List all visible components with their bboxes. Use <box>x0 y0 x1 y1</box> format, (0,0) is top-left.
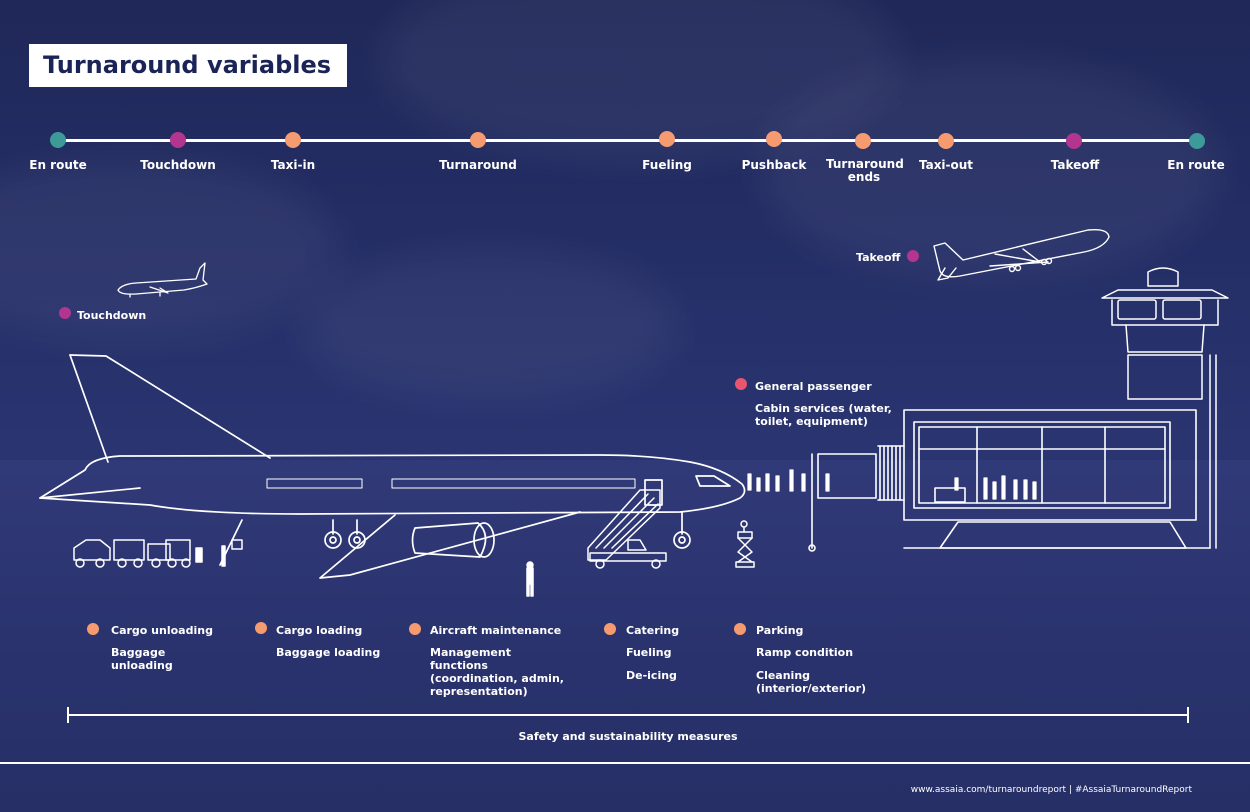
timeline-label-takeoff: Takeoff <box>1050 158 1100 172</box>
cleaning-label: Cleaning (interior/exterior) <box>756 669 867 695</box>
timeline-label-en-route-start: En route <box>29 158 87 172</box>
safety-bracket-right-end <box>1187 707 1189 723</box>
fueling-label: Fueling <box>626 646 672 659</box>
timeline-line <box>58 139 1198 142</box>
footer-rule <box>0 762 1250 764</box>
timeline-dot-taxi-out <box>938 133 954 149</box>
main-aircraft <box>39 354 746 579</box>
catering-title: Catering <box>626 624 680 637</box>
cabin-services-label: Cabin services (water, toilet, equipment… <box>755 402 892 428</box>
ramp-condition-label: Ramp condition <box>756 646 854 659</box>
timeline-dot-en-route-start <box>50 132 66 148</box>
ground-person-icon <box>526 561 534 597</box>
parking-title: Parking <box>756 624 804 637</box>
general-passenger-label: General passenger <box>755 380 872 393</box>
de-icing-label: De-icing <box>626 669 677 682</box>
timeline-dot-turnaround-ends <box>855 133 871 149</box>
timeline-dot-en-route-end <box>1189 133 1205 149</box>
timeline-dot-pushback <box>766 131 782 147</box>
cargo-loading-title: Cargo loading <box>276 624 363 637</box>
timeline-label-taxi-in: Taxi-in <box>270 158 316 172</box>
timeline-label-turnaround: Turnaround <box>439 158 517 172</box>
timeline-dot-taxi-in <box>285 132 301 148</box>
parking-dot <box>734 623 746 635</box>
timeline-dot-takeoff <box>1066 133 1082 149</box>
timeline-dot-fueling <box>659 131 675 147</box>
safety-bracket-line <box>67 714 1189 716</box>
baggage-unloading-label: Baggage unloading <box>111 646 173 672</box>
touchdown-marker-label: Touchdown <box>77 309 147 322</box>
timeline-label-touchdown: Touchdown <box>140 158 216 172</box>
terminal-icon <box>808 409 1211 552</box>
person-icon <box>747 469 1037 500</box>
cargo-train-icon <box>73 539 243 568</box>
aircraft-maintenance-dot <box>409 623 421 635</box>
safety-bracket-left-end <box>67 707 69 723</box>
airplane-takeoff-icon <box>933 228 1110 281</box>
timeline-label-en-route-end: En route <box>1167 158 1225 172</box>
management-functions-label: Management functions (coordination, admi… <box>430 646 564 698</box>
timeline-label-pushback: Pushback <box>741 158 807 172</box>
touchdown-marker-dot <box>59 307 71 319</box>
control-tower-icon <box>1101 267 1229 549</box>
stairs-truck-icon <box>587 489 667 569</box>
general-passenger-dot <box>735 378 747 390</box>
footer-text: www.assaia.com/turnaroundreport | #Assai… <box>910 785 1192 795</box>
safety-label: Safety and sustainability measures <box>518 730 738 743</box>
takeoff-marker-dot <box>907 250 919 262</box>
cargo-loading-dot <box>255 622 267 634</box>
timeline-label-taxi-out: Taxi-out <box>918 158 974 172</box>
scissor-lift-icon <box>735 520 755 568</box>
title-box: Turnaround variables <box>29 44 347 87</box>
timeline-dot-turnaround <box>470 132 486 148</box>
timeline-label-fueling: Fueling <box>642 158 692 172</box>
timeline-label-turnaround-ends: Turnaround ends <box>826 157 904 184</box>
page-title: Turnaround variables <box>43 51 332 79</box>
cargo-unloading-dot <box>87 623 99 635</box>
airplane-landing-icon <box>117 262 208 298</box>
cargo-unloading-title: Cargo unloading <box>111 624 213 637</box>
aircraft-windows <box>266 478 636 489</box>
timeline-dot-touchdown <box>170 132 186 148</box>
aircraft-maintenance-title: Aircraft maintenance <box>430 624 562 637</box>
takeoff-marker-label: Takeoff <box>856 251 901 264</box>
catering-dot <box>604 623 616 635</box>
baggage-loading-label: Baggage loading <box>276 646 381 659</box>
